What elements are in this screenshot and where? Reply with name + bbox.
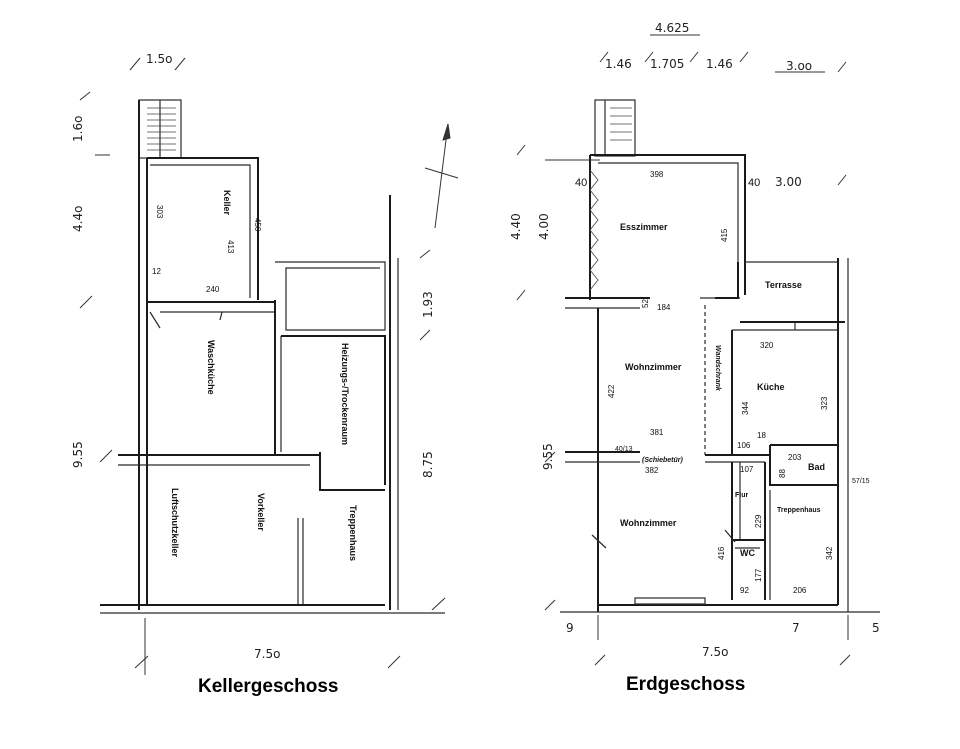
keller-plan: Keller Waschküche Heizungs-/Trockenraum … (71, 52, 459, 697)
erd-num-203: 203 (788, 453, 802, 462)
erd-dim-146b: 1.46 (706, 57, 733, 71)
keller-num-450: 450 (253, 218, 262, 232)
erd-room-wandschrank: Wandschrank (714, 345, 721, 392)
keller-room-vorkeller: Vorkeller (256, 493, 266, 531)
erd-num-398: 398 (650, 170, 664, 179)
keller-room-waschkueche: Waschküche (206, 340, 216, 395)
erd-dim-440: 4.40 (509, 213, 523, 240)
erd-room-wc: WC (740, 548, 755, 558)
erd-dim-b9: 9 (566, 621, 574, 635)
keller-room-heizung: Heizungs-/Trockenraum (340, 343, 350, 445)
erd-num-323: 323 (820, 396, 829, 410)
north-arrow-icon (424, 123, 459, 229)
erd-dim-total: 4.625 (655, 21, 689, 35)
erd-dim-146a: 1.46 (605, 57, 632, 71)
erd-num-344: 344 (741, 401, 750, 415)
erd-dim-300-right: 3.00 (775, 175, 802, 189)
erd-room-terrasse: Terrasse (765, 280, 802, 290)
erd-num-342: 342 (825, 546, 834, 560)
erd-num-5715: 57/15 (852, 478, 870, 485)
erd-dim-bottom: 7.5o (702, 645, 728, 659)
erd-num-416: 416 (717, 546, 726, 560)
erd-num-52: 52 (641, 299, 650, 308)
keller-dim-bottom: 7.5o (254, 647, 280, 661)
keller-dim-440: 4.4o (71, 206, 85, 232)
keller-room-treppenhaus: Treppenhaus (348, 505, 358, 561)
erd-room-bad: Bad (808, 462, 825, 472)
erd-num-422: 422 (607, 384, 616, 398)
erd-room-wohnzimmer-2: Wohnzimmer (620, 518, 677, 528)
erd-num-4013: 40/13 (615, 446, 633, 453)
erd-dim-400: 4.00 (537, 213, 551, 240)
erd-dim-1705: 1.705 (650, 57, 684, 71)
keller-dim-160: 1.6o (71, 116, 85, 142)
erd-num-184: 184 (657, 303, 671, 312)
erd-dim-955: 9.55 (541, 443, 555, 470)
erd-num-206: 206 (793, 586, 807, 595)
erd-num-107: 107 (740, 465, 754, 474)
erd-num-320: 320 (760, 341, 774, 350)
erd-title: Erdgeschoss (626, 674, 745, 695)
keller-num-240: 240 (206, 285, 220, 294)
erd-num-177: 177 (754, 568, 763, 582)
erd-dim-b5: 5 (872, 621, 880, 635)
erd-room-esszimmer: Esszimmer (620, 222, 668, 232)
erd-dim-300-top: 3.oo (786, 59, 812, 73)
keller-stair (138, 99, 182, 159)
erd-num-40a: 40 (575, 177, 587, 189)
erd-num-229: 229 (754, 514, 763, 528)
erd-num-92: 92 (740, 586, 749, 595)
keller-room-luftschutz: Luftschutzkeller (170, 488, 180, 558)
erd-plan: Esszimmer Terrasse Wohnzimmer Wandschran… (509, 21, 880, 695)
erd-dim-b7: 7 (792, 621, 800, 635)
erd-num-106: 106 (737, 441, 751, 450)
erd-num-40b: 40 (748, 177, 760, 189)
keller-num-413: 413 (226, 240, 235, 254)
keller-dim-top: 1.5o (146, 52, 172, 66)
keller-num-12: 12 (152, 267, 161, 276)
erd-num-415: 415 (720, 228, 729, 242)
keller-dim-955: 9.55 (71, 441, 85, 468)
erd-room-wohnzimmer-1: Wohnzimmer (625, 362, 682, 372)
keller-dim-875: 8.75 (421, 451, 435, 478)
erd-room-treppenhaus: Treppenhaus (777, 507, 821, 514)
erd-room-flur: Flur (735, 492, 748, 499)
erd-hatched-wall (589, 169, 599, 291)
keller-room-keller: Keller (222, 190, 232, 216)
erd-stair (594, 99, 636, 157)
keller-title: Kellergeschoss (198, 676, 338, 697)
keller-dim-193: 1.93 (421, 291, 435, 318)
erd-num-88: 88 (778, 469, 787, 478)
erd-num-381: 381 (650, 428, 664, 437)
keller-num-303: 303 (155, 205, 164, 219)
erd-num-382: 382 (645, 466, 659, 475)
erd-room-schiebetuer: (Schiebetür) (642, 457, 684, 464)
erd-room-kueche: Küche (757, 382, 785, 392)
erd-num-18: 18 (757, 431, 766, 440)
